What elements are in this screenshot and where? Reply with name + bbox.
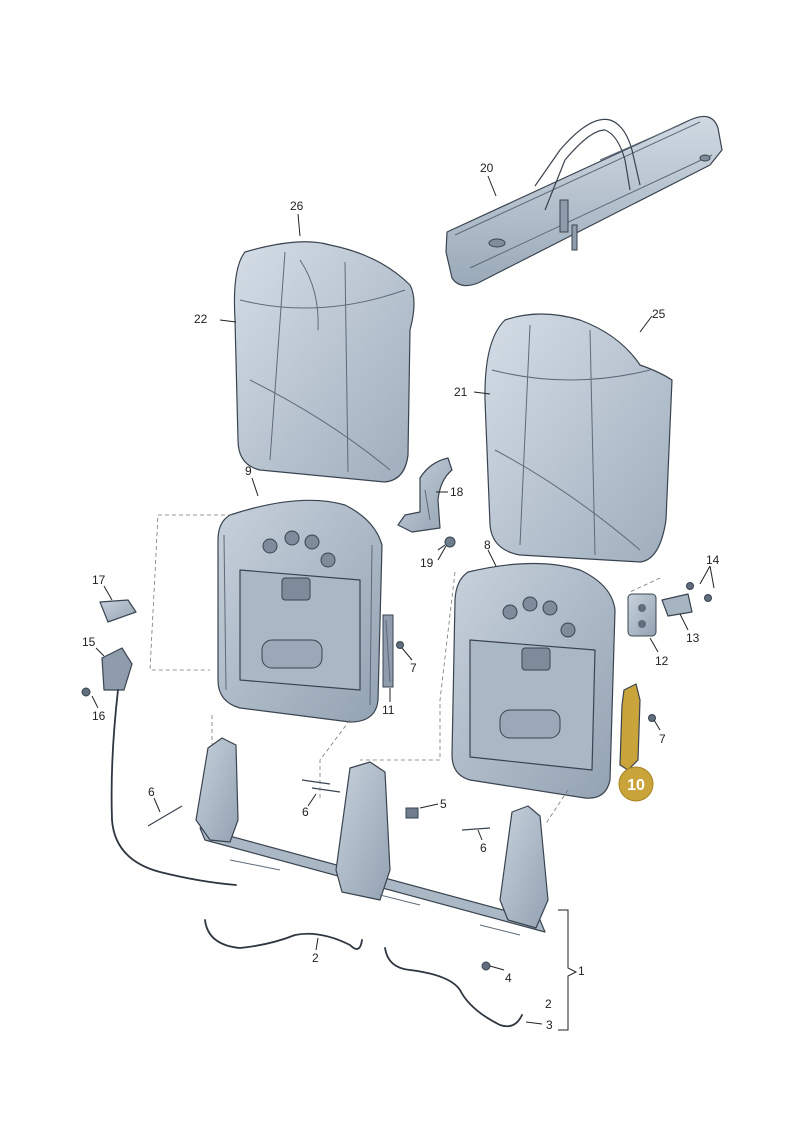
callout-4: 4 [505, 971, 512, 985]
bracket-part [397, 457, 453, 533]
callout-14: 14 [706, 553, 720, 567]
leader-lines [91, 175, 715, 1025]
callout-10: 10 [627, 777, 645, 794]
callout-15: 15 [82, 635, 96, 649]
callout-19: 19 [420, 556, 434, 570]
wiring-harness-parts [110, 689, 523, 1028]
seat-base-frame-part [195, 737, 549, 936]
assembly-lines [149, 514, 661, 826]
backrest-cushion-right-part [484, 313, 673, 563]
callout-2b: 2 [545, 997, 552, 1011]
callout-26: 26 [290, 199, 304, 213]
callout-5: 5 [440, 797, 447, 811]
rail-strip-part [382, 614, 394, 688]
callout-3: 3 [546, 1018, 553, 1032]
callout-9: 9 [245, 464, 252, 478]
callout-10-highlight: 10 [618, 766, 654, 802]
callout-22: 22 [194, 312, 208, 326]
backrest-frame-left-part [217, 499, 383, 723]
callout-7b: 7 [659, 732, 666, 746]
callout-2a: 2 [312, 951, 319, 965]
backrest-frame-right-part [451, 562, 616, 799]
bolt-parts [147, 641, 656, 971]
callout-20: 20 [480, 161, 494, 175]
callout-6a: 6 [148, 785, 155, 799]
ski-bag-part [445, 115, 723, 287]
callout-17: 17 [92, 573, 106, 587]
callout-16: 16 [92, 709, 106, 723]
callout-13: 13 [686, 631, 700, 645]
callout-8: 8 [484, 538, 491, 552]
hinge-part [627, 582, 712, 637]
callout-18: 18 [450, 485, 464, 499]
callout-7a: 7 [410, 661, 417, 675]
callout-6c: 6 [480, 841, 487, 855]
part-1-brace [558, 909, 578, 1031]
callout-labels: 1 2 2 3 4 5 6 6 6 7 7 8 9 11 12 13 14 15… [82, 161, 720, 1032]
callout-1: 1 [578, 964, 585, 978]
highlighted-strip-part-10 [619, 683, 641, 771]
callout-6b: 6 [302, 805, 309, 819]
callout-21: 21 [454, 385, 468, 399]
backrest-cushion-left-part [233, 241, 415, 483]
callout-11: 11 [382, 703, 395, 717]
latch-part [81, 599, 137, 697]
callout-25: 25 [652, 307, 666, 321]
callout-12: 12 [655, 654, 669, 668]
screw-part [437, 536, 456, 551]
